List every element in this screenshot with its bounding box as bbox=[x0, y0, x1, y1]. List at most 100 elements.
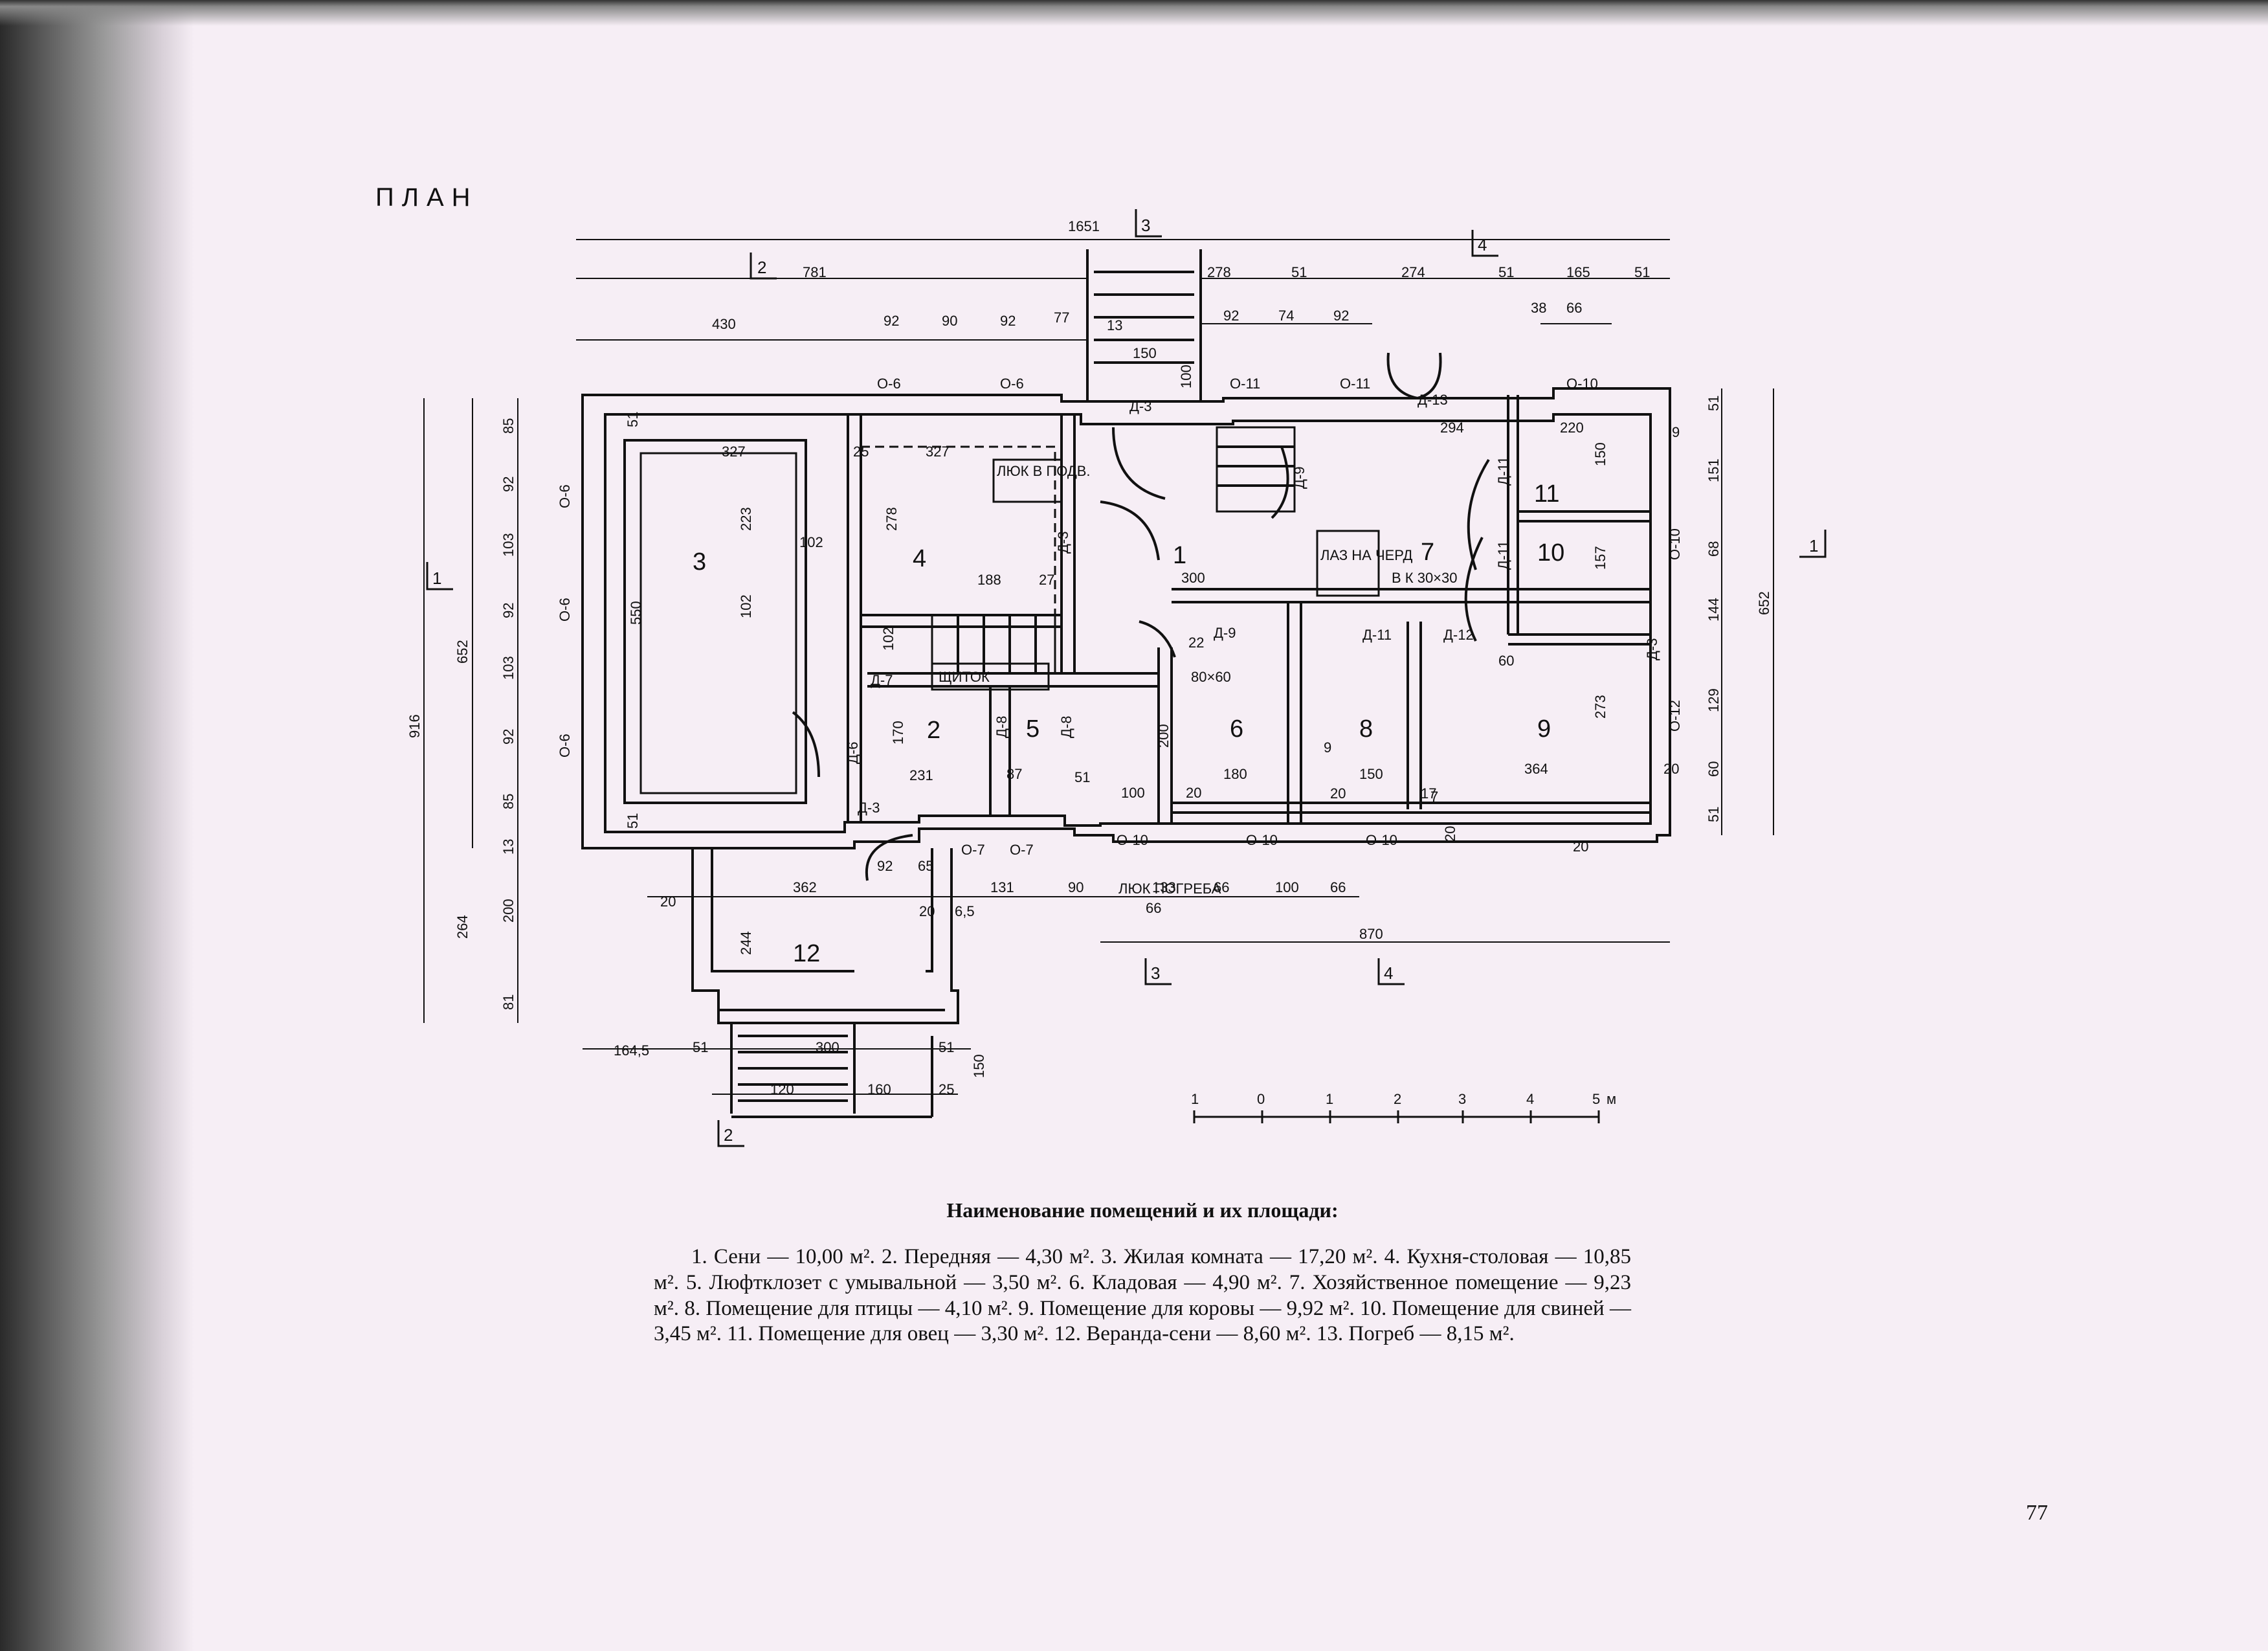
door-label: Д-9 bbox=[1291, 467, 1307, 489]
dim-label: 100 bbox=[1275, 879, 1299, 895]
room-number-5: 5 bbox=[1026, 715, 1040, 743]
note-shield: ЩИТОК bbox=[939, 669, 990, 685]
room-number-1: 1 bbox=[1173, 542, 1186, 569]
dim-label: 652 bbox=[1756, 591, 1772, 615]
note-opening: 80×60 bbox=[1191, 669, 1231, 685]
note-cellar-hatch: ЛЮК В ПОДВ. bbox=[997, 463, 1091, 479]
room-number-11: 11 bbox=[1534, 480, 1559, 508]
dim-label: 51 bbox=[625, 412, 641, 427]
dim-label: 87 bbox=[1006, 766, 1022, 782]
dim-label: 916 bbox=[406, 714, 423, 738]
dim-label: 170 bbox=[890, 721, 906, 745]
window-label: О-12 bbox=[1667, 700, 1683, 732]
axis-label: 3 bbox=[1141, 216, 1150, 235]
dim-label: 77 bbox=[1054, 309, 1069, 326]
dim-label: 27 bbox=[1039, 572, 1054, 588]
dimension-labels: 1651 781 278 51 274 51 165 51 430 92 90 … bbox=[406, 218, 1772, 1097]
dim-label: 120 bbox=[770, 1081, 794, 1097]
room-number-4: 4 bbox=[913, 545, 926, 572]
dim-label: 164,5 bbox=[614, 1042, 649, 1059]
window-label: О-10 bbox=[1667, 528, 1683, 560]
dim-label: 66 bbox=[1330, 879, 1346, 895]
dim-label: 20 bbox=[1442, 826, 1458, 842]
dim-label: 102 bbox=[738, 594, 754, 618]
dim-label: 51 bbox=[1291, 264, 1307, 280]
note-attic-hatch: ЛАЗ НА ЧЕРД bbox=[1320, 547, 1412, 563]
dim-label: 157 bbox=[1592, 546, 1608, 570]
dim-label: 51 bbox=[625, 813, 641, 829]
door-label: Д-11 bbox=[1495, 456, 1511, 486]
window-label: О-10 bbox=[1246, 832, 1278, 848]
dim-label: 22 bbox=[1188, 635, 1204, 651]
room-number-6: 6 bbox=[1230, 715, 1243, 743]
window-label: О-6 bbox=[557, 484, 573, 508]
scale-tick-label: 2 bbox=[1394, 1091, 1401, 1107]
dim-label: 102 bbox=[880, 627, 896, 651]
dim-label: 38 bbox=[1531, 300, 1546, 316]
scale-tick-label: 1 bbox=[1326, 1091, 1333, 1107]
dim-label: 144 bbox=[1706, 598, 1722, 622]
window-label: О-10 bbox=[1366, 832, 1397, 848]
dim-label: 74 bbox=[1278, 308, 1294, 324]
room-numbers: 1 2 3 4 5 6 7 8 9 10 11 12 bbox=[693, 480, 1564, 967]
dim-label: 264 bbox=[454, 915, 471, 939]
door-label: Д-3 bbox=[1055, 532, 1071, 554]
dim-label: 66 bbox=[1146, 900, 1161, 916]
dim-label: 92 bbox=[884, 313, 899, 329]
scale-labels: 1 0 1 2 3 4 5 м bbox=[1191, 1091, 1616, 1107]
door-label: Д-8 bbox=[994, 716, 1010, 738]
axis-label: 4 bbox=[1478, 235, 1487, 254]
scale-tick-label: 0 bbox=[1257, 1091, 1265, 1107]
door-labels: Д-3 Д-3 Д-3 Д-13 Д-9 Д-9 Д-11 Д-11 Д-11 … bbox=[845, 392, 1660, 816]
axis-label: 1 bbox=[1809, 536, 1818, 556]
door-label: Д-3 bbox=[858, 800, 880, 816]
dim-label: 60 bbox=[1498, 653, 1514, 669]
room-number-2: 2 bbox=[927, 717, 940, 744]
dim-label: 100 bbox=[1178, 365, 1194, 388]
dim-label: 781 bbox=[803, 264, 827, 280]
door-label: Д-7 bbox=[871, 672, 893, 688]
dim-label: 131 bbox=[990, 879, 1014, 895]
dim-label: 65 bbox=[918, 858, 933, 874]
dim-label: 90 bbox=[1068, 879, 1084, 895]
dim-label: 51 bbox=[1634, 264, 1650, 280]
dim-label: 150 bbox=[1133, 345, 1157, 361]
dim-label: 273 bbox=[1592, 695, 1608, 719]
dim-label: 133 bbox=[1152, 879, 1176, 895]
dim-label: 92 bbox=[1000, 313, 1016, 329]
dim-label: 92 bbox=[500, 477, 517, 492]
dim-label: 25 bbox=[853, 444, 869, 460]
window-label: О-7 bbox=[961, 842, 985, 858]
axis-label: 2 bbox=[757, 258, 766, 277]
dim-label: 51 bbox=[1074, 769, 1090, 785]
dim-label: 200 bbox=[1155, 724, 1172, 748]
dim-label: 430 bbox=[712, 316, 736, 332]
axis-labels: 1 1 2 2 3 3 4 4 bbox=[432, 216, 1818, 1145]
dim-label: 294 bbox=[1440, 420, 1464, 436]
dim-label: 151 bbox=[1706, 458, 1722, 482]
dim-label: 327 bbox=[722, 444, 746, 460]
page-top-shadow bbox=[0, 0, 2268, 26]
dim-label: 220 bbox=[1560, 420, 1584, 436]
dim-label: 6,5 bbox=[955, 903, 975, 919]
dim-label: 66 bbox=[1214, 879, 1229, 895]
dim-label: 274 bbox=[1401, 264, 1425, 280]
dim-label: 300 bbox=[816, 1039, 839, 1055]
window-label: О-11 bbox=[1230, 376, 1260, 392]
walls bbox=[581, 249, 1671, 1118]
window-label: О-6 bbox=[877, 376, 901, 392]
legend-body: 1. Сени — 10,00 м². 2. Передняя — 4,30 м… bbox=[654, 1245, 1631, 1346]
axis-label: 3 bbox=[1151, 963, 1160, 983]
room-legend: Наименование помещений и их площади: 1. … bbox=[654, 1198, 1631, 1347]
window-label: О-10 bbox=[1566, 376, 1598, 392]
plan-lines bbox=[423, 209, 1827, 1147]
dim-label: 102 bbox=[799, 534, 823, 550]
scale-bar bbox=[1193, 1110, 1600, 1123]
dim-label: 20 bbox=[660, 893, 676, 910]
note-pogreb-hatch: ЛЮК ПОГРЕБА bbox=[1118, 881, 1221, 897]
dim-label: 92 bbox=[500, 729, 517, 745]
dim-label: 92 bbox=[1223, 308, 1239, 324]
door-label: Д-8 bbox=[1058, 716, 1074, 738]
dim-label: 150 bbox=[1359, 766, 1383, 782]
